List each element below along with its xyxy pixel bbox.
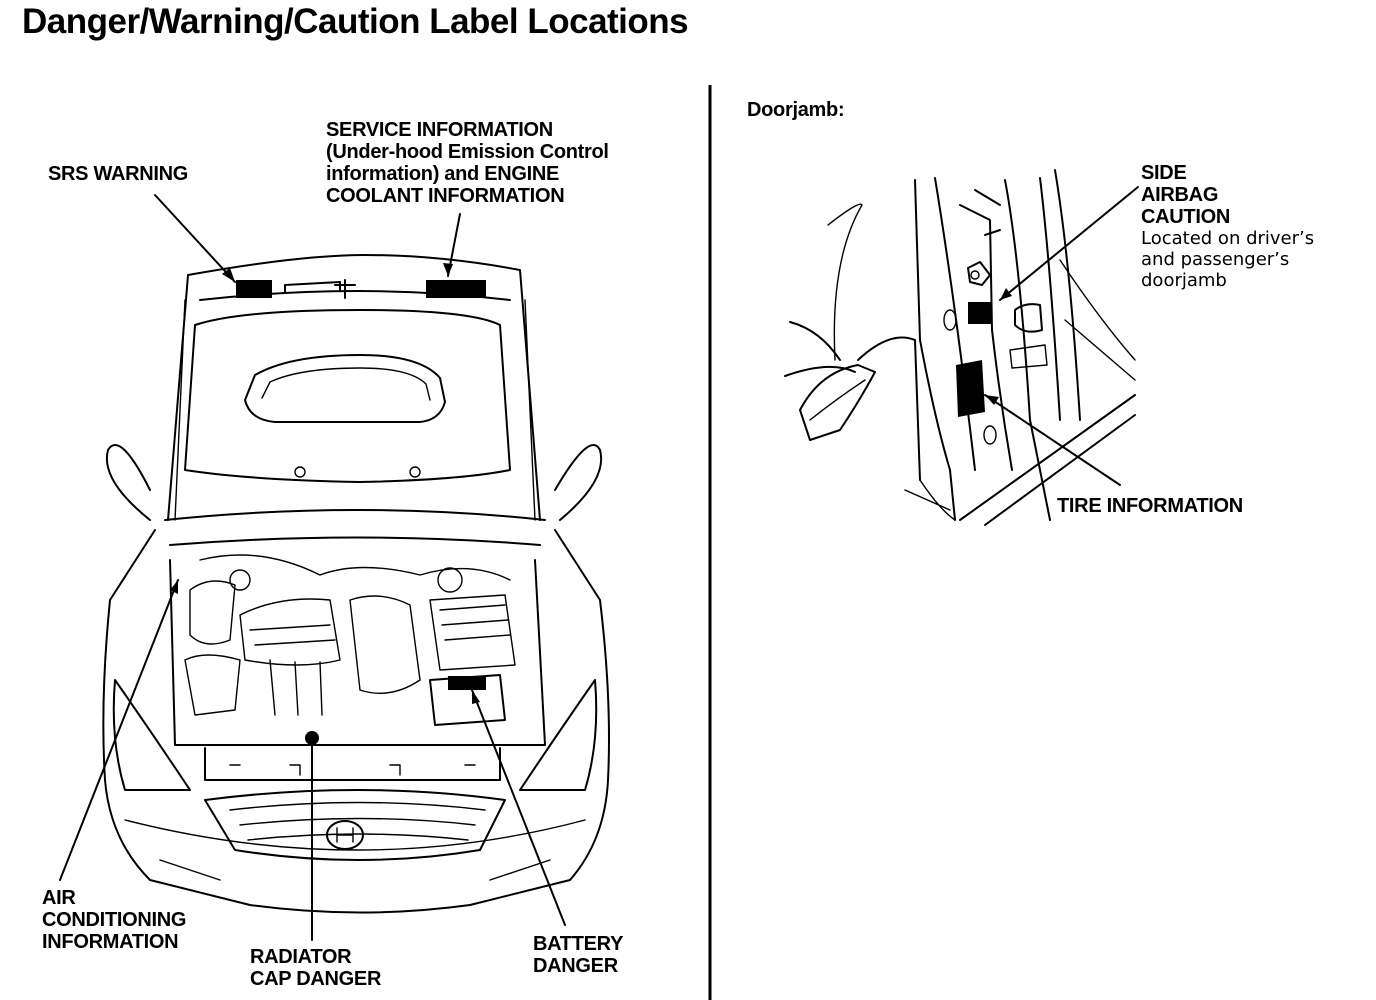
side-airbag-label: SIDE AIRBAG CAUTION Located on driver’s … xyxy=(1141,162,1314,291)
battery-leader xyxy=(471,689,566,926)
air-conditioning-line: INFORMATION xyxy=(42,931,179,953)
car-front-illustration xyxy=(102,254,610,914)
side-airbag-line: AIRBAG xyxy=(1141,184,1219,206)
tire-info-label: TIRE INFORMATION xyxy=(1057,495,1243,517)
service-info-line: COOLANT INFORMATION xyxy=(326,185,565,207)
doorjamb-illustration xyxy=(784,169,1136,526)
air-conditioning-leader xyxy=(59,579,179,881)
service-info-line: information) and ENGINE xyxy=(326,163,560,185)
car-body-outline xyxy=(102,529,610,914)
srs-warning-label-block xyxy=(236,280,272,298)
grille xyxy=(204,789,506,861)
battery-line: DANGER xyxy=(533,955,618,977)
tire-info-leader xyxy=(984,394,1121,486)
air-conditioning-label: AIR CONDITIONING INFORMATION xyxy=(42,887,186,953)
radiator-cap-label: RADIATOR CAP DANGER xyxy=(250,946,381,990)
side-airbag-line: CAUTION xyxy=(1141,206,1231,228)
side-airbag-label-block xyxy=(968,302,992,324)
radiator-cap xyxy=(305,731,319,745)
srs-warning-leader xyxy=(154,194,236,283)
service-info-label-block xyxy=(426,280,486,298)
service-info-line: (Under-hood Emission Control xyxy=(326,141,609,163)
tire-info-label-block xyxy=(956,360,985,417)
radiator-cap-line: RADIATOR xyxy=(250,946,352,968)
battery-label: BATTERY DANGER xyxy=(533,933,623,977)
air-conditioning-line: AIR xyxy=(42,887,76,909)
srs-warning-label: SRS WARNING xyxy=(48,163,189,185)
side-airbag-leader xyxy=(999,186,1139,301)
service-info-label: SERVICE INFORMATION (Under-hood Emission… xyxy=(326,119,609,207)
page-title: Danger/Warning/Caution Label Locations xyxy=(22,2,689,41)
side-airbag-note-line: and passenger’s xyxy=(1141,249,1290,270)
doorjamb-heading: Doorjamb: xyxy=(747,99,845,121)
side-airbag-note-line: Located on driver’s xyxy=(1141,228,1315,249)
service-info-line: SERVICE INFORMATION xyxy=(326,119,553,141)
radiator-cap-line: CAP DANGER xyxy=(250,968,382,990)
air-conditioning-line: CONDITIONING xyxy=(42,909,187,931)
hood-outline xyxy=(167,254,541,521)
side-airbag-line: SIDE xyxy=(1141,162,1187,184)
battery-label-block xyxy=(448,676,486,690)
side-airbag-note-line: doorjamb xyxy=(1141,270,1227,291)
honda-emblem xyxy=(326,820,364,850)
battery-line: BATTERY xyxy=(533,933,624,955)
